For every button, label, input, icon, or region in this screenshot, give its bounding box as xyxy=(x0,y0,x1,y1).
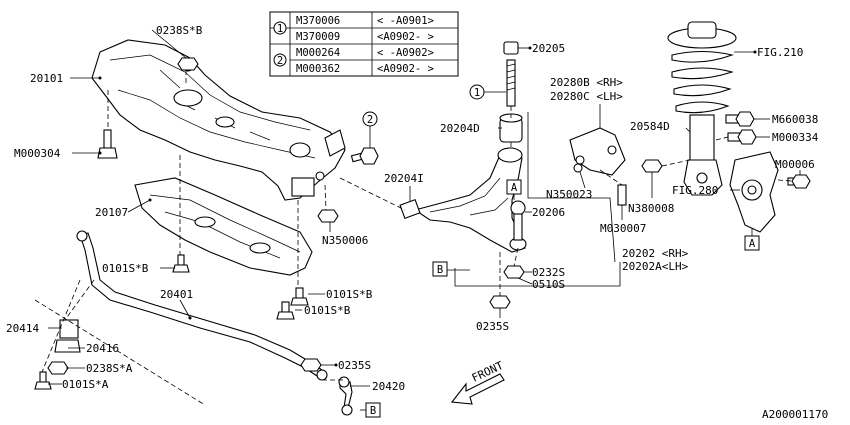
table-marker-1: 1 xyxy=(277,23,283,35)
table-range-2: <A0902- > xyxy=(377,31,434,43)
part-reference-table: 1 2 M370006 < -A0901> M370009 <A0902- > … xyxy=(269,11,459,77)
label-20202a: 20202A<LH> xyxy=(622,260,689,273)
table-marker-2-circle xyxy=(273,53,287,67)
label-20206: 20206 xyxy=(532,206,565,219)
assembly-dashed-lines xyxy=(34,70,793,406)
label-0510s: 0510S xyxy=(532,278,565,291)
table-range-3: < -A0902> xyxy=(377,47,434,59)
stabilizer-bushing-shape xyxy=(59,319,79,339)
callout-box-b-link xyxy=(365,402,381,418)
nut-0235s-center-drawing xyxy=(489,295,511,309)
label-0235s-link: 0235S xyxy=(338,359,371,372)
label-0232s: 0232S xyxy=(532,266,565,279)
label-20204i: 20204I xyxy=(384,172,424,185)
drawing-number: A200001170 xyxy=(762,408,828,421)
label-20204d: 20204D xyxy=(440,122,480,135)
label-0101s-b-1: 0101S*B xyxy=(102,262,149,275)
callout-circle-1-label: 1 xyxy=(474,87,480,99)
callout-box-b-center xyxy=(432,261,448,277)
label-20584d: 20584D xyxy=(630,120,670,133)
label-20414: 20414 xyxy=(6,322,39,335)
callout-box-a-center xyxy=(506,179,522,195)
leader-lines xyxy=(48,29,801,411)
control-arm-drawing xyxy=(399,147,527,253)
table-marker-2: 2 xyxy=(277,55,283,67)
label-20107: 20107 xyxy=(95,206,128,219)
label-fig280: FIG.280 xyxy=(672,184,718,197)
table-marker-1-circle xyxy=(273,21,287,35)
label-n380008: N380008 xyxy=(628,202,674,215)
stabilizer-link-drawing xyxy=(338,376,353,416)
fasteners xyxy=(34,57,811,390)
label-m00006: M00006 xyxy=(775,158,815,171)
label-n350023: N350023 xyxy=(546,188,592,201)
stabilizer-bar-drawing xyxy=(54,230,328,381)
callout-circle-2 xyxy=(362,111,378,127)
table-range-4: <A0902- > xyxy=(377,63,434,75)
callout-box-b-center-label: B xyxy=(437,264,443,276)
front-direction-arrow: FRONT xyxy=(450,359,506,405)
callout-box-a-center-label: A xyxy=(511,182,518,194)
label-n350006: N350006 xyxy=(322,234,368,247)
part-labels: 20101 0238S*B M000304 20107 0101S*B 0101… xyxy=(6,24,828,421)
strut-assembly-drawing xyxy=(667,21,737,196)
table-part-3: M000264 xyxy=(296,47,340,59)
label-0101s-b-2: 0101S*B xyxy=(326,288,373,301)
table-part-2: M370009 xyxy=(296,31,340,43)
bushing-20204D-drawing xyxy=(499,113,523,143)
table-part-1: M370006 xyxy=(296,15,340,27)
bolt-20205-drawing xyxy=(503,41,519,107)
callout-markers: 1 2 A A B B xyxy=(362,84,760,418)
label-m030007: M030007 xyxy=(600,222,646,235)
label-20420: 20420 xyxy=(372,380,405,393)
nut-0232s-drawing xyxy=(503,265,525,279)
label-m660038: M660038 xyxy=(772,113,818,126)
callout-circle-2-label: 2 xyxy=(367,114,373,126)
callout-circle-1 xyxy=(469,84,485,100)
label-0238s-a: 0238S*A xyxy=(86,362,133,375)
label-20205: 20205 xyxy=(532,42,565,55)
label-20101: 20101 xyxy=(30,72,63,85)
callout-box-a-knuckle-label: A xyxy=(749,238,756,250)
label-0235s-center: 0235S xyxy=(476,320,509,333)
callout-box-b-link-label: B xyxy=(370,405,376,417)
label-20280b: 20280B <RH> xyxy=(550,76,623,89)
label-0238s-b-top: 0238S*B xyxy=(156,24,203,37)
ball-joint-20206-drawing xyxy=(510,200,526,241)
table-range-1: < -A0901> xyxy=(377,15,434,27)
label-20202: 20202 <RH> xyxy=(622,247,689,260)
leader-dots xyxy=(98,46,757,367)
label-0101s-a: 0101S*A xyxy=(62,378,109,391)
label-20401: 20401 xyxy=(160,288,193,301)
bracket-20280-drawing xyxy=(569,127,627,206)
label-m000334: M000334 xyxy=(772,131,819,144)
label-20280c: 20280C <LH> xyxy=(550,90,623,103)
label-0101s-b-3: 0101S*B xyxy=(304,304,351,317)
knuckle-drawing xyxy=(729,151,779,233)
label-fig210: FIG.210 xyxy=(757,46,803,59)
front-support-drawing xyxy=(134,177,313,276)
table-part-4: M000362 xyxy=(296,63,340,75)
label-20416: 20416 xyxy=(86,342,119,355)
label-m000304: M000304 xyxy=(14,147,61,160)
callout-box-a-knuckle xyxy=(744,235,760,251)
